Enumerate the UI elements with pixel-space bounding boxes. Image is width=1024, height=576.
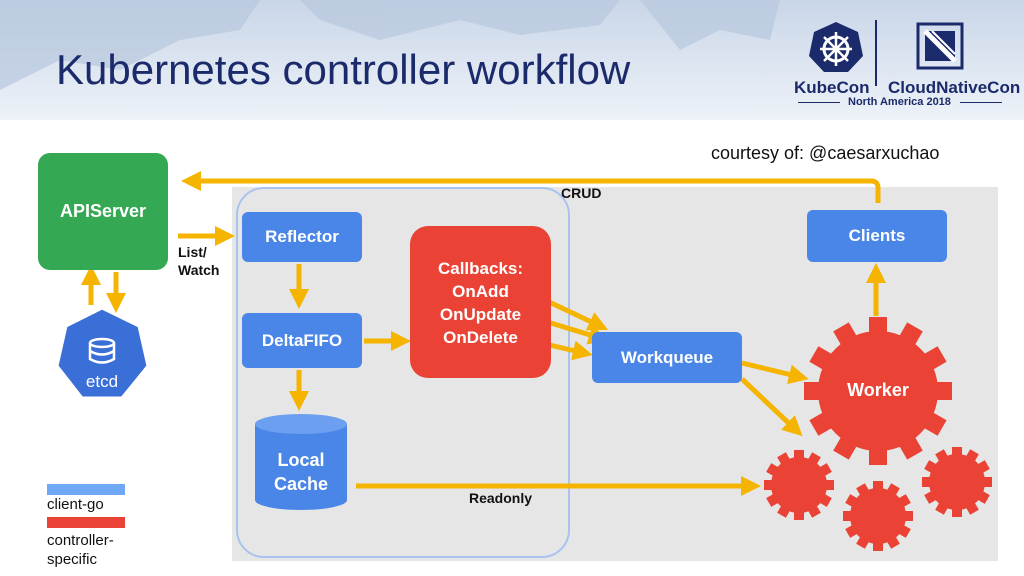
workqueue-to-worker-arrow bbox=[741, 360, 809, 385]
cloudnativecon-wordmark: CloudNativeCon bbox=[888, 78, 1021, 97]
kubernetes-helm-icon bbox=[809, 22, 863, 72]
local-cache-line-2: Cache bbox=[273, 474, 329, 494]
crud-label: CRUD bbox=[561, 185, 602, 201]
callbacks-node: Callbacks: OnAdd OnUpdate OnDelete bbox=[410, 226, 551, 378]
worker-gear-1 bbox=[764, 450, 834, 520]
apiserver-node: APIServer bbox=[38, 153, 168, 270]
logo-rule-left bbox=[798, 102, 840, 103]
clients-node: Clients bbox=[807, 210, 947, 262]
legend-controller-specific-swatch bbox=[47, 517, 125, 528]
worker-gear-2 bbox=[843, 481, 913, 551]
local-cache-cylinder bbox=[255, 414, 347, 510]
header-banner: Kubernetes controller workflow KubeCon C… bbox=[0, 0, 1024, 120]
callback-onadd: OnAdd bbox=[452, 282, 509, 301]
apiserver-label: APIServer bbox=[59, 201, 147, 221]
workqueue-node: Workqueue bbox=[592, 332, 742, 383]
worker-label: Worker bbox=[847, 380, 909, 400]
legend-controller-specific-label: controller- specific bbox=[47, 531, 114, 569]
kubecon-wordmark: KubeCon bbox=[794, 78, 870, 97]
list-watch-label: List/ Watch bbox=[178, 243, 219, 279]
legend-controller-line-1: controller- bbox=[47, 532, 114, 549]
workqueue-to-workers-arrow bbox=[740, 377, 803, 437]
logo-divider bbox=[875, 20, 877, 86]
deltafifo-label: DeltaFIFO bbox=[261, 330, 343, 350]
reflector-label: Reflector bbox=[265, 227, 339, 246]
callbacks-title: Callbacks: bbox=[437, 259, 524, 278]
event-label: North America 2018 bbox=[848, 96, 951, 108]
legend-controller-line-2: specific bbox=[47, 551, 98, 568]
local-cache-label: Local Cache bbox=[255, 448, 347, 496]
readonly-label: Readonly bbox=[469, 490, 533, 506]
deltafifo-node: DeltaFIFO bbox=[242, 313, 362, 368]
workqueue-label: Workqueue bbox=[620, 347, 714, 367]
callback-ondelete: OnDelete bbox=[443, 328, 518, 347]
reflector-node: Reflector bbox=[242, 212, 362, 262]
cncf-icon bbox=[916, 22, 964, 70]
conference-logo: KubeCon CloudNativeCon North America 201… bbox=[790, 16, 1020, 112]
clients-label: Clients bbox=[848, 226, 906, 245]
callback-onupdate: OnUpdate bbox=[439, 305, 522, 324]
worker-gear-3 bbox=[922, 447, 992, 517]
etcd-label: etcd bbox=[85, 372, 119, 391]
local-cache-line-1: Local bbox=[277, 450, 325, 470]
map-background bbox=[0, 0, 780, 90]
worker-gears bbox=[764, 317, 992, 551]
list-watch-line-2: Watch bbox=[178, 262, 220, 278]
legend-client-go-label: client-go bbox=[47, 496, 104, 513]
courtesy-credit: courtesy of: @caesarxuchao bbox=[711, 143, 940, 163]
list-watch-line-1: List/ bbox=[178, 244, 207, 260]
client-go-region bbox=[236, 187, 570, 558]
legend-client-go-swatch bbox=[47, 484, 125, 495]
logo-rule-right bbox=[960, 102, 1002, 103]
page-title: Kubernetes controller workflow bbox=[56, 46, 631, 93]
crud-arrow bbox=[181, 171, 881, 203]
worker-gear-main bbox=[804, 317, 952, 465]
etcd-icon bbox=[55, 306, 150, 400]
